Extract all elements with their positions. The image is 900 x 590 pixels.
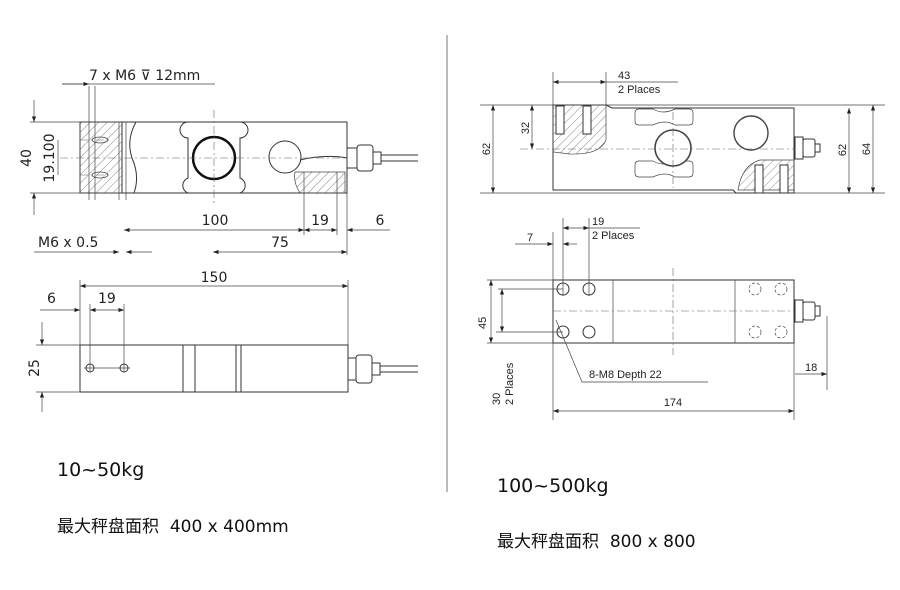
platform-size-left: 400 x 400mm	[169, 517, 289, 537]
platform-label-left: 最大秤盘面积	[57, 517, 159, 537]
height-dim-62-left: 62	[481, 143, 493, 155]
left-top-view: 7 x M6 ⊽ 12mm 40 19.100 100 19 6 75 M6 x…	[19, 68, 418, 255]
right-side-view: 43 2 Places 62 32 62 64	[480, 70, 885, 194]
overall-height-64: 64	[861, 143, 873, 155]
dim-6-bottom: 6	[47, 291, 56, 307]
thread-note-left: 7 x M6 ⊽ 12mm	[89, 68, 200, 84]
dim-100: 100	[202, 213, 229, 229]
cable-thread-dim: M6 x 0.5	[38, 235, 98, 251]
platform-area-right: 最大秤盘面积 800 x 800	[497, 527, 696, 552]
dim-19: 19	[311, 213, 329, 229]
dim-7: 7	[527, 232, 533, 244]
hole-spacing-dim: 19.100	[42, 134, 58, 183]
places-43: 2 Places	[618, 84, 661, 96]
places-19: 2 Places	[592, 230, 635, 242]
platform-label-right: 最大秤盘面积	[497, 532, 599, 552]
capacity-left: 10~50kg	[57, 459, 145, 481]
dim-18: 18	[805, 362, 817, 374]
platform-area-left: 最大秤盘面积 400 x 400mm	[57, 512, 289, 537]
length-dim-174: 174	[664, 397, 682, 409]
capacity-right: 100~500kg	[497, 475, 609, 497]
dim-19-bottom: 19	[98, 291, 116, 307]
left-bottom-view: 150 6 19 25	[27, 270, 418, 412]
height-dim-62-right: 62	[837, 144, 849, 156]
length-dim-150: 150	[201, 270, 228, 286]
dim-43: 43	[618, 70, 630, 82]
dim-32: 32	[520, 122, 532, 134]
places-30: 2 Places	[504, 362, 516, 405]
platform-size-right: 800 x 800	[609, 532, 696, 552]
right-bottom-view: 19 2 Places 7 45 30 2 Places 8-M8 Depth …	[477, 216, 828, 420]
dim-30: 30	[491, 393, 503, 405]
width-dim-25: 25	[27, 359, 43, 377]
width-dim-45: 45	[477, 317, 489, 329]
dim-19-right: 19	[592, 216, 604, 228]
thread-note-right: 8-M8 Depth 22	[589, 369, 662, 381]
height-dim-left: 40	[19, 149, 35, 167]
dim-6: 6	[376, 213, 385, 229]
dim-75: 75	[271, 235, 289, 251]
